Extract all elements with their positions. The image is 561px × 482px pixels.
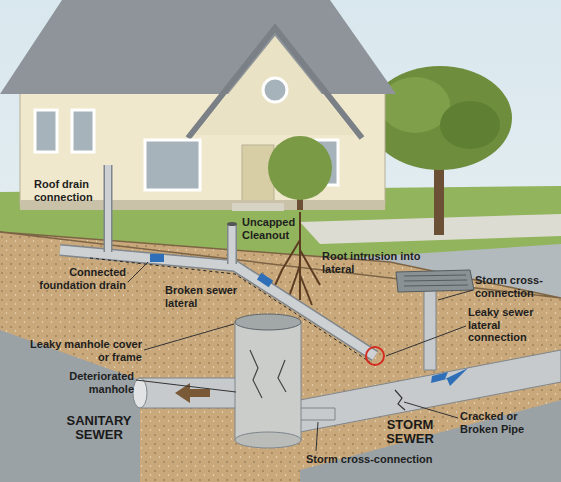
sewer-lateral-part (227, 224, 237, 264)
callout-label: Storm cross-connection (306, 453, 456, 466)
leader-lines-part (136, 380, 236, 392)
tree-part (368, 66, 512, 170)
sanitary-sewer-part (133, 378, 147, 408)
house (0, 0, 396, 211)
leader-lines-part (144, 324, 234, 350)
leader-lines-part (386, 326, 466, 356)
sewer-lateral-part (150, 254, 164, 262)
sewer-lateral-part (227, 222, 237, 226)
house-part (195, 36, 355, 135)
house-part (72, 110, 94, 152)
callout-label: Leaky sewer lateral connection (468, 306, 554, 344)
manhole-part (235, 314, 301, 330)
storm-pipes-part (300, 408, 335, 420)
pipe-name: SANITARY SEWER (62, 414, 136, 443)
sewer-lateral-part (104, 165, 113, 252)
callout-label: Roof drain connection (34, 178, 98, 203)
leader-lines-part (316, 422, 318, 451)
callout-label: Cracked or Broken Pipe (460, 410, 550, 435)
sewer-lateral-part (105, 165, 111, 252)
storm-pipes-part (424, 284, 436, 370)
sewer-lateral-part (229, 224, 236, 264)
manhole-part (250, 350, 286, 398)
sewer-lateral-part (257, 273, 273, 287)
leader-lines-part (404, 402, 458, 418)
house-part (263, 78, 287, 102)
storm-pipes-part (404, 275, 468, 286)
tree-part (380, 77, 450, 133)
callout-label: Leaky manhole cover or frame (28, 338, 142, 363)
manhole (235, 314, 301, 448)
callout-label: Broken sewer lateral (165, 284, 245, 309)
house-part (188, 28, 362, 138)
sanitary-sewer-part (175, 383, 210, 403)
tree-part (440, 101, 500, 149)
callout-label: Storm cross-connection (475, 274, 557, 299)
sewer-lateral-part (366, 347, 384, 365)
sanitary-sewer (133, 378, 240, 408)
callout-label: Root intrusion into lateral (322, 250, 422, 275)
background-part (0, 232, 561, 482)
leader-lines-part (128, 262, 148, 282)
house-part (35, 110, 57, 152)
storm-pipes (300, 270, 561, 432)
house-part (145, 140, 200, 190)
shrub-roots-part (268, 136, 332, 200)
house-part (0, 0, 396, 94)
callout-label: Connected foundation drain (22, 266, 126, 291)
manhole-part (235, 432, 301, 448)
background-part (300, 214, 561, 244)
pipe-name: STORM SEWER (378, 418, 442, 447)
leader-lines-part (438, 290, 473, 300)
leader-lines (128, 262, 473, 451)
house-part (232, 203, 284, 211)
storm-pipes-part (396, 270, 474, 292)
manhole-part (235, 322, 301, 440)
callout-label: Deteriorated manhole (36, 370, 134, 395)
callout-label: Uncapped Cleanout (242, 216, 308, 241)
storm-pipes-part (431, 368, 468, 386)
storm-pipes-part (395, 390, 405, 410)
